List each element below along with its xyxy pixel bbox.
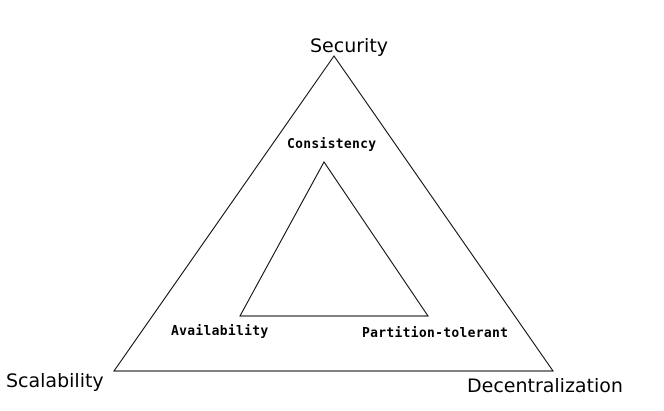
outer-triangle (113, 55, 554, 372)
label-consistency: Consistency (287, 137, 377, 152)
label-partition-tolerant: Partition-tolerant (362, 326, 509, 341)
label-scalability: Scalability (6, 370, 104, 392)
inner-triangle (239, 161, 429, 317)
label-security: Security (310, 35, 389, 57)
label-availability: Availability (171, 324, 269, 339)
label-decentralization: Decentralization (467, 375, 623, 397)
